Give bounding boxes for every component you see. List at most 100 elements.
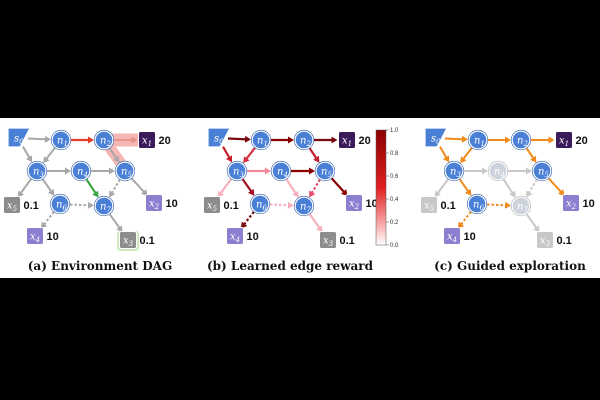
edge-s0-n1-c: [444, 135, 469, 143]
edge-n6-x4-c: [457, 211, 472, 229]
reward-label-x2: 10: [583, 198, 595, 210]
reward-colorbar: 1.00.80.60.40.20.0: [375, 128, 399, 249]
edge-n3-n6-b: [241, 178, 255, 196]
reward-label-x4: 10: [47, 231, 59, 243]
node-n2-b: n2: [293, 129, 315, 151]
reward-label-x2: 10: [166, 198, 178, 210]
edge-n6-n7-a: [69, 201, 95, 209]
colorbar-gradient: [375, 129, 387, 246]
node-label-s0: s0: [14, 134, 24, 147]
node-n4-b: n4: [270, 160, 292, 182]
node-n1-c: n1: [467, 129, 489, 151]
node-n3-a: n3: [26, 160, 48, 182]
node-label-n4: n4: [494, 167, 505, 180]
node-n1-b: n1: [250, 129, 272, 151]
node-label-n6: n6: [256, 200, 267, 213]
node-n7-a: n7: [93, 195, 115, 217]
terminal-label-x3: x3: [323, 236, 334, 249]
node-n5-c: n5: [531, 160, 553, 182]
reward-label-x3: 0.1: [140, 235, 155, 247]
edge-n2-n5-a: [108, 147, 120, 163]
reward-label-x4: 10: [247, 231, 259, 243]
edge-s0-n1-b: [227, 135, 252, 143]
edge-s0-n3-a: [22, 146, 33, 163]
edge-n1-n3-a: [43, 147, 56, 164]
edge-n4-n7-b: [285, 178, 299, 198]
terminal-label-x4: x4: [447, 232, 457, 245]
edge-n6-n7-c: [486, 201, 512, 209]
terminal-x1-b: x1 20: [338, 131, 371, 149]
node-label-n4: n4: [277, 167, 288, 180]
edge-n1-n2-b: [271, 136, 294, 144]
node-n2-c: n2: [510, 129, 532, 151]
edge-n5-n7-c: [526, 179, 538, 198]
node-label-n2: n2: [300, 136, 311, 149]
edge-n3-x5-a: [17, 178, 32, 198]
edge-n1-n2-a: [71, 136, 94, 144]
edge-n5-x2-b: [330, 177, 348, 196]
reward-label-x4: 10: [464, 231, 476, 243]
edge-n5-x2-c: [547, 177, 565, 196]
edge-n2-x1-c: [531, 136, 555, 144]
panel-caption-c: (c) Guided exploration: [434, 259, 586, 273]
node-n1-a: n1: [50, 129, 72, 151]
edge-n2-x1-b: [314, 136, 338, 144]
terminal-x2-a: x2 10: [145, 194, 178, 212]
colorbar-tick-label: 0.6: [390, 174, 399, 180]
node-n7-c: n7: [510, 195, 532, 217]
terminal-label-x4: x4: [230, 232, 240, 245]
terminal-x5-b: x5 0.1: [203, 196, 239, 214]
reward-label-x2: 10: [366, 198, 378, 210]
node-n6-b: n6: [249, 193, 271, 215]
edge-n6-x4-b: [240, 211, 255, 229]
edge-s0-n3-c: [439, 146, 450, 163]
reward-label-x5: 0.1: [224, 200, 239, 212]
edge-n3-n6-c: [458, 178, 472, 196]
panel-caption-b: (b) Learned edge reward: [207, 259, 374, 273]
edge-n7-x3-a: [108, 213, 123, 233]
node-n2-a: n2: [93, 129, 115, 151]
node-label-n5: n5: [121, 167, 132, 180]
terminal-label-x1: x1: [342, 136, 352, 149]
terminal-label-x2: x2: [149, 199, 160, 212]
edge-n3-x5-c: [434, 178, 449, 198]
edge-n4-n7-c: [502, 178, 516, 198]
edge-n4-n5-c: [508, 167, 532, 175]
node-label-n5: n5: [321, 167, 332, 180]
terminal-x4-b: x4 10: [226, 227, 259, 245]
edge-n2-n5-c: [525, 147, 537, 163]
reward-label-x5: 0.1: [441, 200, 456, 212]
edge-n1-n3-b: [243, 147, 256, 164]
edge-n5-n7-a: [109, 179, 121, 198]
node-label-n2: n2: [517, 136, 528, 149]
node-n5-b: n5: [314, 160, 336, 182]
edge-n3-x5-b: [217, 178, 232, 198]
node-label-n4: n4: [77, 167, 88, 180]
node-n7-b: n7: [293, 195, 315, 217]
node-label-n1: n1: [57, 136, 68, 149]
node-s0-c: s0: [424, 127, 448, 148]
colorbar-tick-label: 0.4: [390, 197, 399, 203]
terminal-label-x5: x5: [207, 201, 218, 214]
terminal-label-x5: x5: [7, 201, 18, 214]
terminal-label-x3: x3: [123, 236, 134, 249]
node-label-n7: n7: [517, 202, 528, 215]
node-n4-c: n4: [487, 160, 509, 182]
node-n3-c: n3: [443, 160, 465, 182]
edge-n5-x2-a: [130, 177, 148, 196]
node-label-n1: n1: [474, 136, 485, 149]
edge-n7-x3-c: [525, 213, 540, 233]
edge-n4-n5-a: [91, 167, 115, 175]
reward-label-x1: 20: [359, 135, 371, 147]
node-label-n6: n6: [56, 200, 67, 213]
edge-n1-n3-c: [460, 147, 473, 164]
colorbar-tick-label: 0.2: [390, 220, 399, 226]
